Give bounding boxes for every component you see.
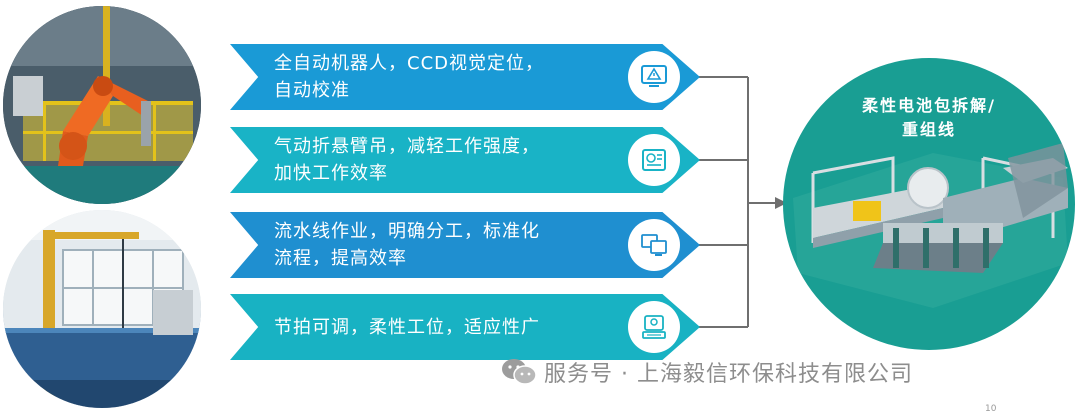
hoist-photo [3, 210, 201, 408]
banner-text: 流水线作业，明确分工，标准化 流程，提高效率 [274, 221, 540, 269]
arrow-right-icon [775, 197, 787, 209]
page-number: 10 [985, 404, 997, 414]
computers-icon [628, 219, 680, 271]
monitor-alert-icon [628, 51, 680, 103]
banner-text: 节拍可调，柔性工位，适应性广 [274, 316, 540, 338]
banner-text: 全自动机器人，CCD视觉定位， 自动校准 [274, 53, 544, 101]
watermark-text: 服务号 · 上海毅信环保科技有限公司 [544, 362, 913, 387]
result-title: 柔性电池包拆解/ 重组线 [862, 96, 996, 139]
watermark: 服务号 · 上海毅信环保科技有限公司 [500, 356, 913, 388]
wechat-icon [502, 359, 537, 385]
feature-banner-assembly-line: 流水线作业，明确分工，标准化 流程，提高效率 [230, 212, 700, 278]
battery-line-result: 柔性电池包拆解/ 重组线 [783, 58, 1075, 350]
workstation-icon [628, 301, 680, 353]
feature-banner-automation: 全自动机器人，CCD视觉定位， 自动校准 [230, 44, 700, 110]
production-line-render [793, 143, 1068, 308]
feature-banner-flexible-station: 节拍可调，柔性工位，适应性广 [230, 294, 700, 360]
banner-text: 气动折悬臂吊，减轻工作强度， 加快工作效率 [274, 136, 540, 184]
feature-banner-hoist: 气动折悬臂吊，减轻工作强度， 加快工作效率 [230, 127, 700, 193]
machine-panel-icon [628, 134, 680, 186]
